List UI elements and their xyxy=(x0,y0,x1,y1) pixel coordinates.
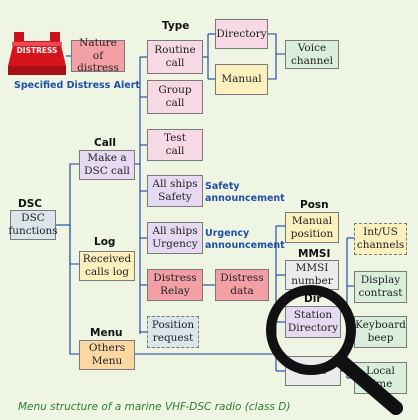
heading-dir: Dir xyxy=(304,293,322,305)
box-others-menu: Others Menu xyxy=(79,340,135,370)
box-manual-position: Manual position xyxy=(285,212,339,243)
box-directory: Directory xyxy=(215,19,268,49)
box-display-contrast: Display contrast xyxy=(354,271,407,303)
distress-button-label: DISTRESS xyxy=(16,46,58,55)
box-make-dsc-call: Make a DSC call xyxy=(79,150,135,180)
heading-posn: Posn xyxy=(300,199,329,211)
specified-distress-alert-label: Specified Distress Alert xyxy=(14,80,140,91)
box-received-calls-log: Received calls log xyxy=(79,251,135,281)
box-position-request: Position request xyxy=(147,316,199,348)
heading-call: Call xyxy=(94,137,116,149)
box-distress-relay: Distress Relay xyxy=(147,269,203,301)
heading-type: Type xyxy=(162,20,190,32)
box-test-call: Test call xyxy=(147,129,203,161)
box-nature-of-distress: Nature of distress xyxy=(71,37,125,74)
heading-dsc: DSC xyxy=(18,198,42,210)
urgency-announcement-label: Urgency announcement xyxy=(205,228,285,251)
box-routine-call: Routine call xyxy=(147,40,203,74)
heading-log: Log xyxy=(94,236,116,248)
box-all-ships-safety: All ships Safety xyxy=(147,175,203,207)
box-station-directory: Station Directory xyxy=(285,306,341,338)
box-distress-data: Distress data xyxy=(215,269,269,301)
box-manual: Manual xyxy=(215,64,268,95)
figure-caption: Menu structure of a marine VHF-DSC radio… xyxy=(18,401,291,413)
box-mmsi-number: MMSI number xyxy=(285,260,339,290)
heading-mmsi: MMSI xyxy=(298,248,331,260)
heading-menu: Menu xyxy=(90,327,123,339)
box-group-call: Group call xyxy=(147,80,203,114)
safety-announcement-label: Safety announcement xyxy=(205,181,285,204)
magnifier-icon xyxy=(266,285,403,415)
distress-button-icon xyxy=(8,32,66,75)
box-voice-channel: Voice channel xyxy=(285,40,339,69)
box-dsc-functions: DSC functions xyxy=(8,210,58,240)
box-keyboard-beep: Keyboard beep xyxy=(354,316,407,348)
box-int-us-channels: Int/US channels xyxy=(354,223,407,255)
box-all-ships-urgency: All ships Urgency xyxy=(147,222,203,254)
